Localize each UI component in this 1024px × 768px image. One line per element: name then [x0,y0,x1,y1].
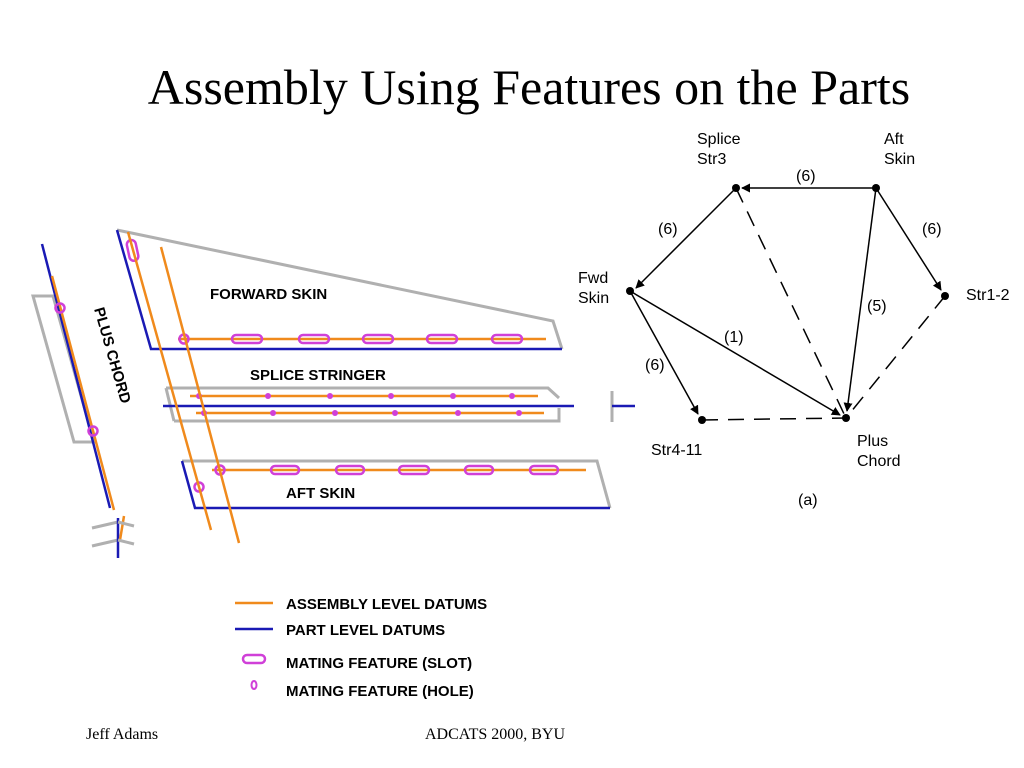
plus-chord-hole [54,302,66,314]
edge-label: (5) [867,298,887,315]
splice-stringer-label: SPLICE STRINGER [250,367,386,384]
graph-edge-dashed [701,417,847,421]
graph-edge-dashed [845,295,946,419]
graph-node-str1-2 [941,292,949,300]
graph-node-plus-chord [842,414,850,422]
graph-node-aft-skin [872,184,880,192]
graph-caption: (a) [798,492,818,509]
cross-assembly-datum [159,246,241,544]
legend: ASSEMBLY LEVEL DATUMS PART LEVEL DATUMS … [235,596,487,700]
splice-stringer-outline [174,408,561,423]
edge-label: (6) [658,221,678,238]
plus-chord-assembly-datum [50,275,116,511]
aft-skin-slot [334,464,366,476]
plus-chord-hole [87,425,99,437]
footer-author: Jeff Adams [86,726,159,743]
splice-stringer-outline [164,387,176,422]
plus-chord-part-datum [40,243,112,509]
cross-assembly-datum [126,231,213,531]
magenta-slot-icon [241,653,267,665]
graph-edge-aft-to-str1-2 [875,187,942,291]
aft-skin-slot [528,464,560,476]
forward-skin-slot [490,333,524,345]
plus-chord-end-symbol [91,515,135,558]
footer-event: ADCATS 2000, BYU [425,726,566,743]
forward-skin-slot [425,333,459,345]
edge-label: (6) [645,357,665,374]
forward-skin-part-datum [115,229,562,351]
graph-edge-fwd-to-plus-chord [629,290,841,416]
aft-skin-part-datum [180,460,610,510]
forward-skin-slot [361,333,395,345]
aft-skin-outline [182,459,612,509]
graph-edge-dashed [735,187,847,419]
aft-skin-label: AFT SKIN [286,485,355,502]
legend-label-hole: MATING FEATURE (HOLE) [286,683,474,700]
graph-node-splice-str3 [732,184,740,192]
forward-skin-outline [116,228,564,350]
aft-skin-slot [463,464,495,476]
graph-node-fwd-skin [626,287,634,295]
legend-label-part-datums: PART LEVEL DATUMS [286,622,445,639]
forward-skin-slot [297,333,331,345]
graph-edge-fwd-to-str4-11 [629,290,699,415]
forward-skin-slot [230,333,264,345]
magenta-hole-icon [250,680,258,690]
edge-label: (1) [724,329,744,346]
node-label-str1-2: Str1-2 [966,287,1010,304]
legend-label-slot: MATING FEATURE (SLOT) [286,655,472,672]
aft-skin-slot [269,464,301,476]
splice-stringer-outline [166,386,561,400]
graph-node-str4-11 [698,416,706,424]
legend-label-assembly-datums: ASSEMBLY LEVEL DATUMS [286,596,487,613]
parts-illustration: PLUS CHORD FORWARD SKIN [31,228,635,558]
forward-skin-label: FORWARD SKIN [210,286,327,303]
slide-title: Assembly Using Features on the Parts [147,59,911,115]
edge-label: (6) [796,168,816,185]
plus-chord-label: PLUS CHORD [90,305,134,405]
splice-stringer-end-symbol [610,391,635,422]
node-label-str4-11: Str4-11 [651,442,702,459]
graph-edge-aft-to-plus-chord [843,187,877,412]
graph-edge-splice-to-fwd [635,187,737,289]
edge-label: (6) [922,221,942,238]
aft-skin-slot [397,464,431,476]
